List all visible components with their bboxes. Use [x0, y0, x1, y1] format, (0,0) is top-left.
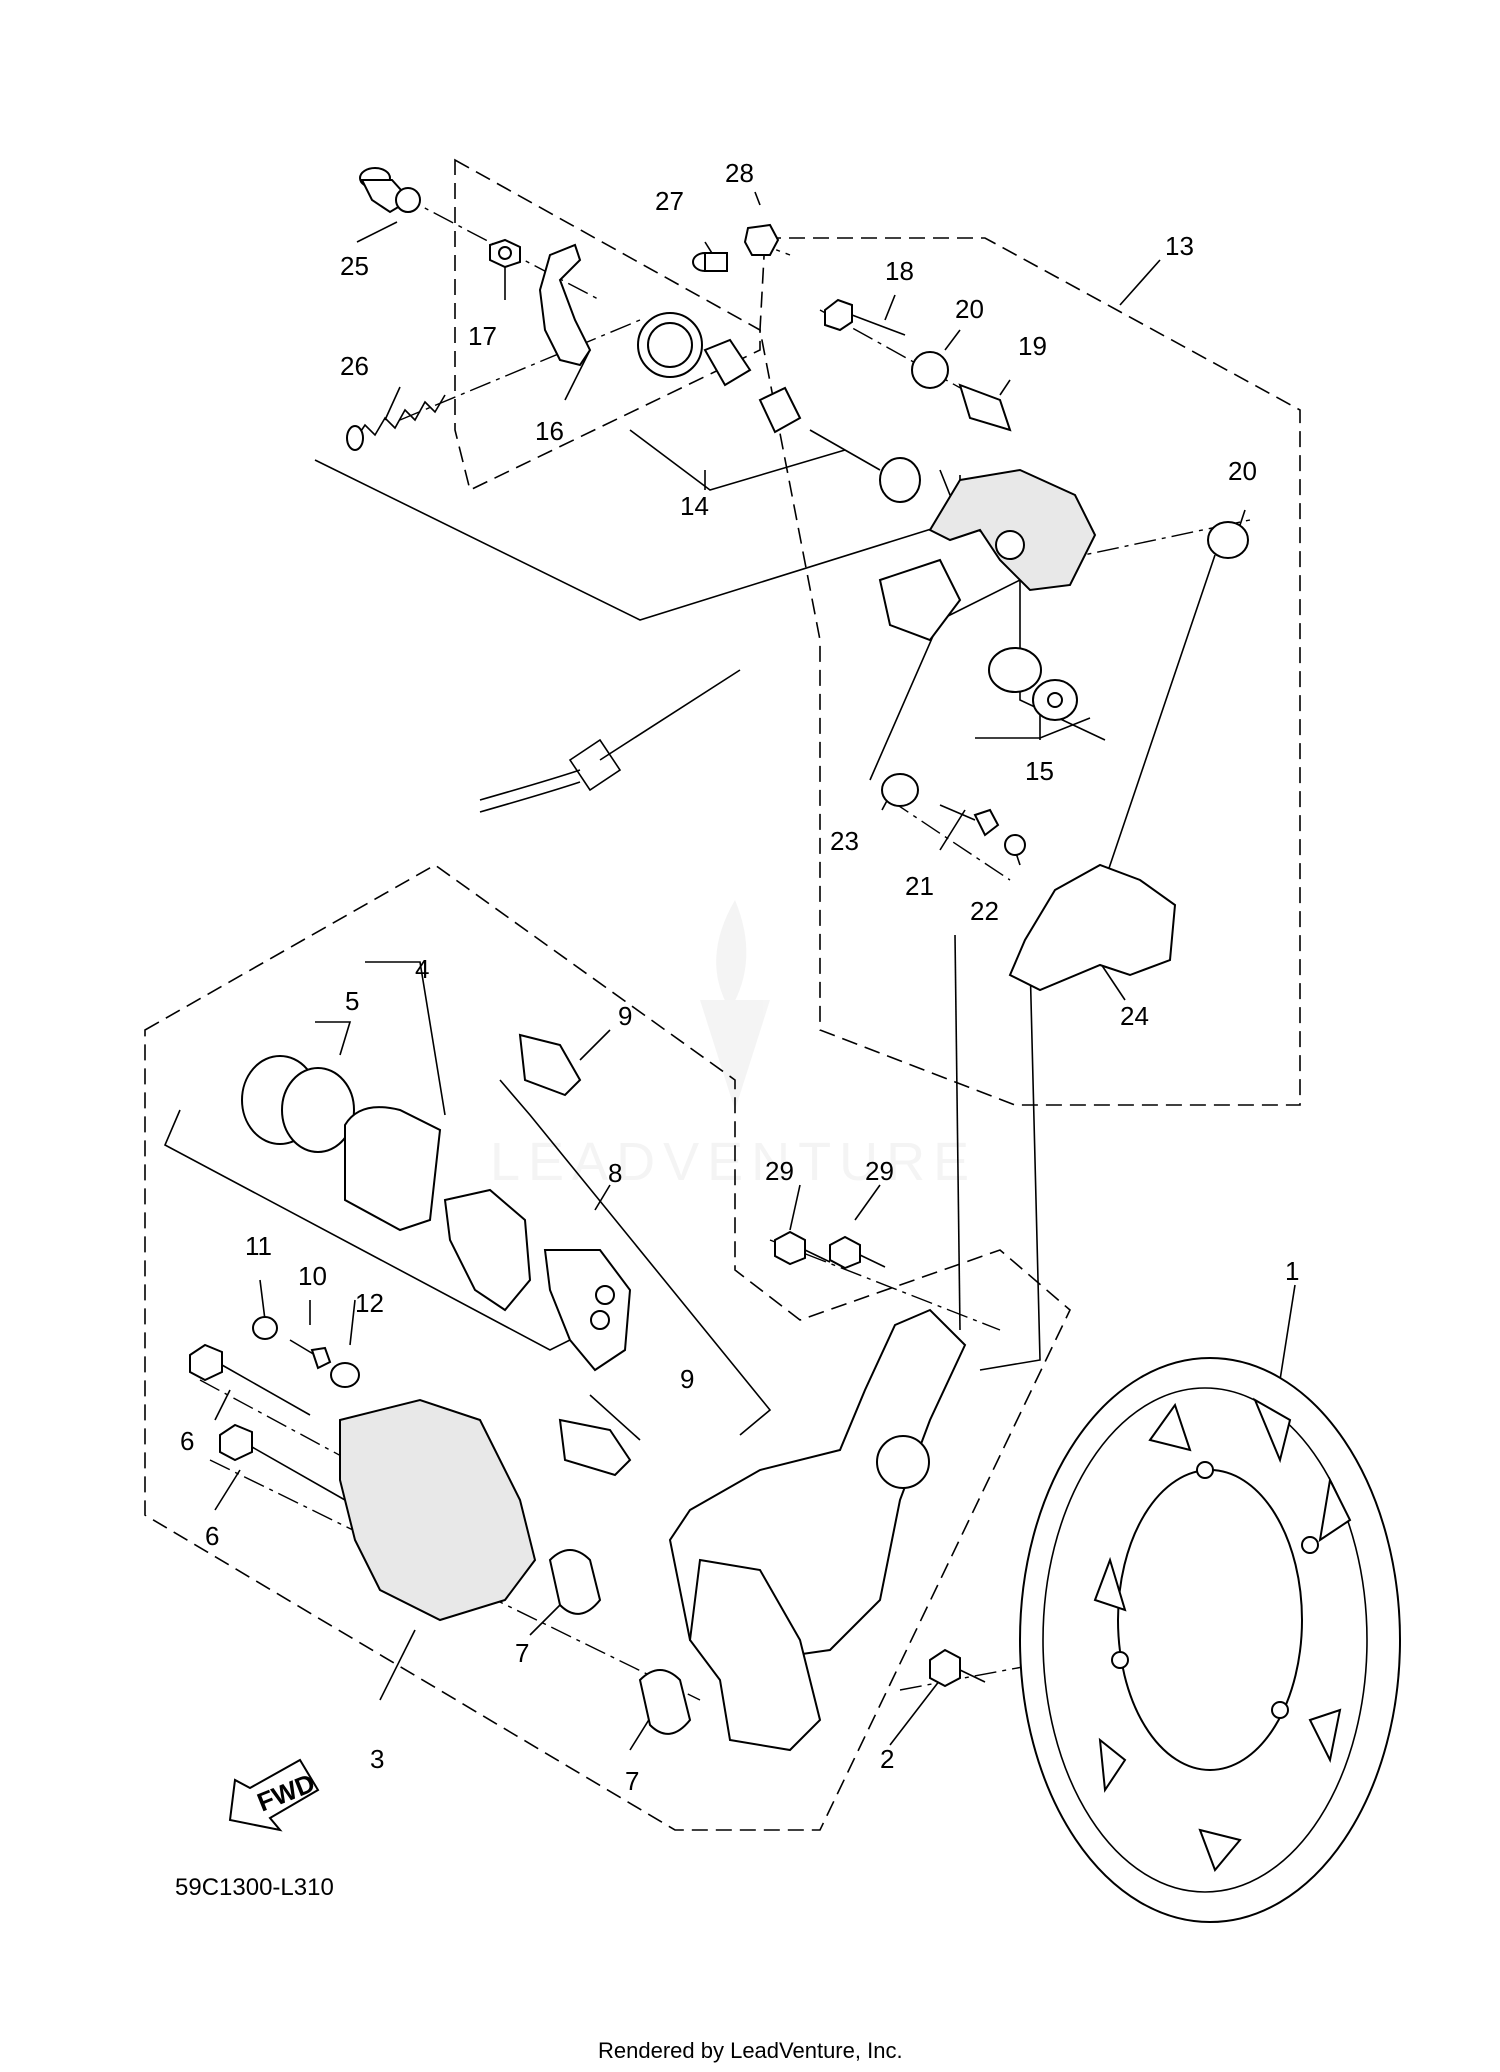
- callout-25: 25: [340, 251, 369, 281]
- part-6b-slide-pin: [219, 1423, 346, 1501]
- part-27-pin: [692, 252, 728, 272]
- fwd-arrow-icon: FWD: [228, 1758, 320, 1832]
- part-29a-bolt: [774, 1230, 831, 1266]
- callout-20a: 20: [955, 294, 984, 324]
- part-8b-brake-pad: [543, 1249, 632, 1372]
- callout-29a: 29: [765, 1156, 794, 1186]
- callout-23: 23: [830, 826, 859, 856]
- callout-5: 5: [345, 986, 359, 1016]
- callout-12: 12: [355, 1288, 384, 1318]
- part-26-spring: [346, 394, 446, 451]
- part-brake-cable: [479, 669, 741, 813]
- watermark-logo: LEADVENTURE: [490, 900, 977, 1192]
- part-25-cap: [359, 167, 421, 214]
- pad-hole-a: [595, 1285, 615, 1305]
- part-20a-boot: [911, 351, 949, 389]
- caliper-bore: [995, 530, 1025, 560]
- part-2-disc-bolt: [929, 1648, 986, 1688]
- callout-9b: 9: [680, 1364, 694, 1394]
- part-7a-boot: [548, 1549, 602, 1615]
- callout-3: 3: [370, 1744, 384, 1774]
- callout-7a: 7: [515, 1638, 529, 1668]
- pad-hole-b: [590, 1310, 610, 1330]
- callout-8: 8: [608, 1158, 622, 1188]
- part-11-cap: [252, 1316, 278, 1340]
- callout-labels: 25 17 16 26 27 28 14 13 18 20 19 20 15 2…: [180, 158, 1299, 1796]
- part-17-nut: [489, 238, 521, 269]
- part-29b-bolt: [829, 1235, 886, 1270]
- part-20b-boot: [1207, 521, 1249, 559]
- callout-7b: 7: [625, 1766, 639, 1796]
- part-5-seals: [241, 1055, 355, 1153]
- part-6a-slide-pin: [189, 1343, 311, 1416]
- callout-28: 28: [725, 158, 754, 188]
- callout-26: 26: [340, 351, 369, 381]
- part-10-bleed-screw: [289, 1339, 332, 1370]
- part-12-plug: [330, 1362, 360, 1388]
- part-21-bolt: [939, 804, 1000, 837]
- callout-11: 11: [245, 1231, 272, 1261]
- callout-1: 1: [1285, 1256, 1299, 1286]
- callout-27: 27: [655, 186, 684, 216]
- part-7b-boot: [638, 1669, 692, 1735]
- part-22-washer: [1004, 834, 1026, 856]
- callout-2: 2: [880, 1744, 894, 1774]
- callout-15: 15: [1025, 756, 1054, 786]
- boundary-3: [144, 864, 1071, 1831]
- callout-4: 4: [415, 954, 429, 984]
- part-4-piston: [344, 1106, 442, 1232]
- part-24-bracket: [1008, 863, 1177, 992]
- part-15-pistons: [988, 647, 1078, 721]
- callout-6a: 6: [180, 1426, 194, 1456]
- callout-19: 19: [1018, 331, 1047, 361]
- bracket-pivot: [876, 1435, 930, 1489]
- callout-14: 14: [680, 491, 709, 521]
- boundary-lever-assembly: [454, 158, 761, 492]
- callout-29b: 29: [865, 1156, 894, 1186]
- part-28-bleed-screw: [743, 223, 780, 256]
- part-19-sleeve: [958, 383, 1012, 432]
- part-9b-pad-spring: [558, 1418, 632, 1477]
- part-1-brake-disc: [1019, 1357, 1401, 1923]
- callout-20b: 20: [1228, 456, 1257, 486]
- watermark-text: LEADVENTURE: [490, 1132, 977, 1192]
- part-parking-caliper-body: [928, 468, 1097, 592]
- callout-21: 21: [905, 871, 934, 901]
- part-16-lever-plate: [538, 243, 592, 367]
- callout-6b: 6: [205, 1521, 219, 1551]
- callout-18: 18: [885, 256, 914, 286]
- part-lever-arm: [878, 558, 962, 642]
- part-18-bolt: [824, 298, 906, 336]
- part-23-bushing: [881, 773, 919, 807]
- part-14-piston-set: [637, 312, 921, 503]
- callout-10: 10: [298, 1261, 327, 1291]
- callout-9a: 9: [618, 1001, 632, 1031]
- callout-22: 22: [970, 896, 999, 926]
- bracket-caliper-mount: [688, 1558, 822, 1752]
- callout-24: 24: [1120, 1001, 1149, 1031]
- callout-13: 13: [1165, 231, 1194, 261]
- callout-17: 17: [468, 321, 497, 351]
- part-9a-pad-spring: [518, 1033, 582, 1097]
- boundary-13: [759, 237, 1301, 1106]
- callout-16: 16: [535, 416, 564, 446]
- part-8a-brake-pad: [443, 1188, 532, 1312]
- diagram-code: 59C1300-L310: [175, 1874, 334, 1901]
- render-credit: Rendered by LeadVenture, Inc.: [598, 2038, 903, 2063]
- part-3-caliper-body: [339, 1398, 537, 1622]
